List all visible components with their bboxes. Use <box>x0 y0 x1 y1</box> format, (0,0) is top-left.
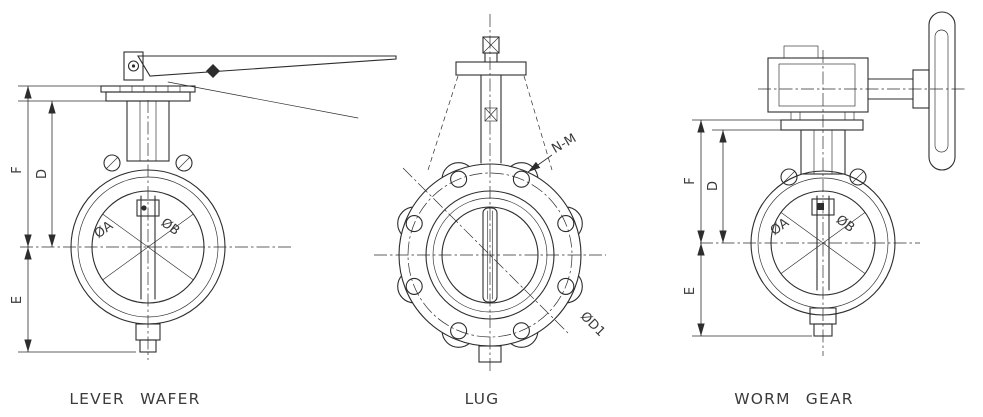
stem-top <box>811 198 835 216</box>
dim-label-d: D <box>706 181 721 191</box>
stem-section <box>484 107 498 122</box>
handle-lock-diamond <box>206 64 220 78</box>
top-flange <box>455 61 527 76</box>
lever-handle <box>123 51 397 119</box>
stem-boss-left <box>780 168 798 186</box>
bolt-circle-diagonal <box>402 167 569 334</box>
caption-lever-wafer: LEVER WAFER <box>69 390 200 408</box>
worm-gear-dimensions: F D E ØA ØB <box>683 119 857 337</box>
stem-boss-left <box>103 154 121 172</box>
mounting-plate <box>780 119 864 131</box>
worm-gear-view: F D E ØA ØB <box>683 11 966 356</box>
dim-label-e: E <box>10 296 25 304</box>
gearbox <box>767 45 869 131</box>
caption-worm-gear: WORM GEAR <box>734 390 854 408</box>
dim-label-f: F <box>683 177 698 184</box>
stem-key-square <box>482 36 500 54</box>
bolt-holes <box>405 170 575 340</box>
dim-label-dia-a: ØA <box>92 218 116 241</box>
notch-plate <box>100 85 196 102</box>
stem-assembly <box>427 36 553 171</box>
stem-boss-right <box>849 168 867 186</box>
dim-label-e: E <box>683 287 698 295</box>
handwheel <box>758 11 966 171</box>
lug-view: N-M ØD1 <box>374 14 608 372</box>
lever-wafer-dimensions: F D E ØA ØB <box>10 85 182 353</box>
dim-label-bolt-circle: ØD1 <box>577 309 608 340</box>
stem-boss-right <box>175 154 193 172</box>
handle-pivot-block <box>123 51 144 81</box>
dim-label-bolt-spec: N-M <box>549 131 579 157</box>
dim-label-d: D <box>35 169 50 179</box>
dim-label-dia-b: ØB <box>158 215 182 238</box>
dim-label-f: F <box>10 166 25 173</box>
caption-lug: LUG <box>465 390 500 408</box>
lever-wafer-view: F D E ØA ØB <box>10 51 397 360</box>
wheel-rim <box>928 11 956 171</box>
dim-label-dia-b: ØB <box>833 212 857 235</box>
